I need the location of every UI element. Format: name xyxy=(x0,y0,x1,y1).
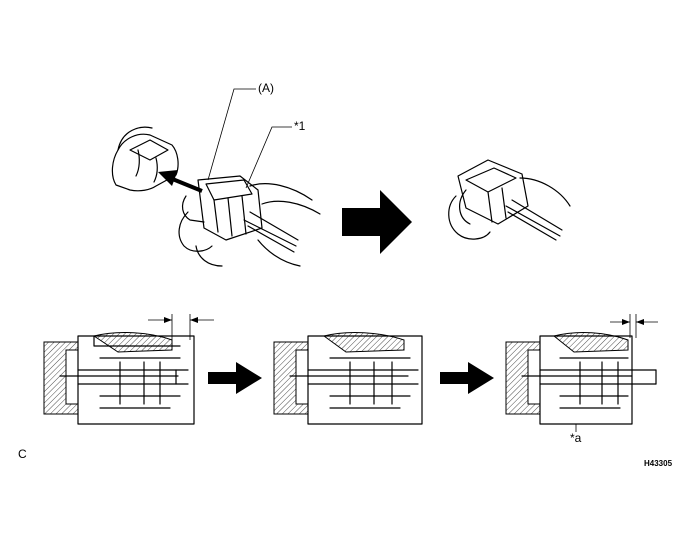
cross-section-1 xyxy=(43,314,214,425)
cross-section-3 xyxy=(505,314,658,432)
assembled-connector-icon xyxy=(448,159,571,241)
leader-lines xyxy=(207,88,292,189)
label-ref-1: *1 xyxy=(294,119,306,133)
figure-id: H43305 xyxy=(644,459,673,468)
step-arrow-1-icon xyxy=(208,362,262,394)
label-ref-a: *a xyxy=(570,431,582,445)
result-arrow-icon xyxy=(342,190,412,254)
label-corner-code: C xyxy=(18,447,27,461)
socket-housing-icon xyxy=(111,126,179,192)
cross-section-2 xyxy=(273,332,423,425)
step-arrow-2-icon xyxy=(440,362,494,394)
connector-in-hand-icon xyxy=(178,175,321,267)
insert-arrow-icon xyxy=(158,170,203,193)
label-part-a: (A) xyxy=(258,81,274,95)
